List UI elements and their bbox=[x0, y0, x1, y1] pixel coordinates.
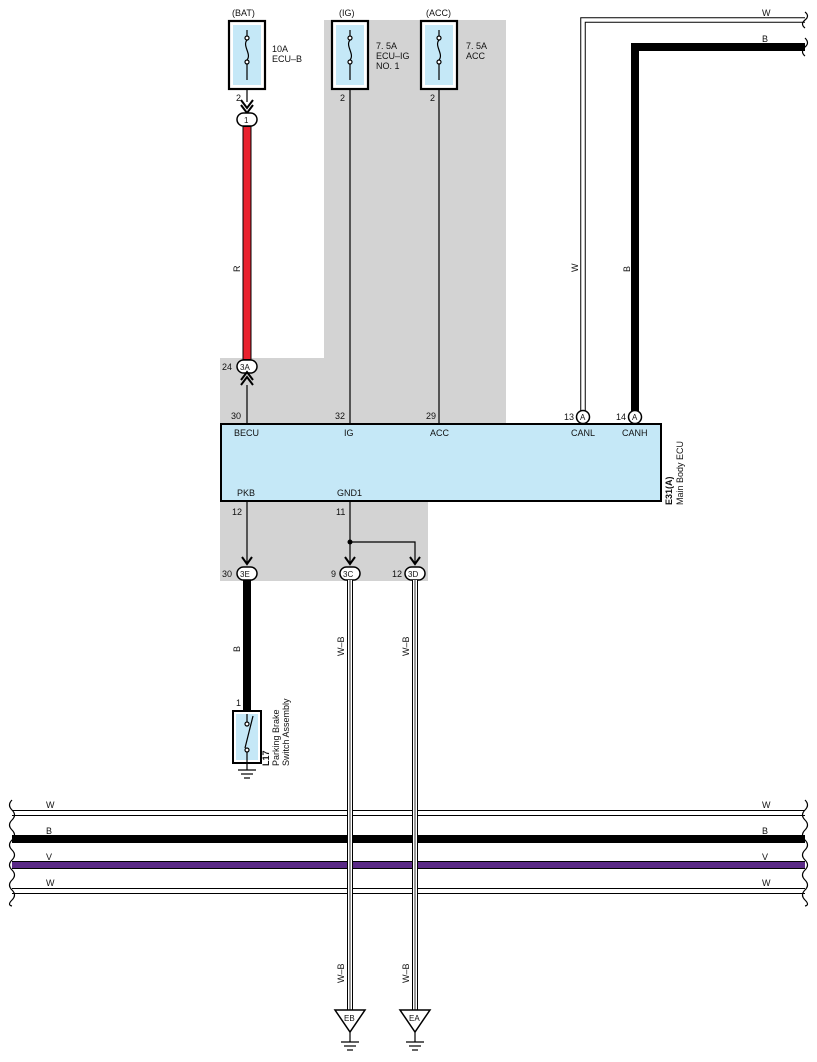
junction-3e-label: 3E bbox=[240, 570, 250, 579]
fuse-rating: 7. 5A bbox=[466, 41, 487, 51]
fuse-rating: 10A bbox=[272, 44, 288, 54]
fuse-source-label: (ACC) bbox=[426, 8, 451, 18]
ecu-pin-pkb: 12 bbox=[232, 507, 242, 517]
fuse-element-icon bbox=[244, 39, 250, 61]
junction-3c-label: 3C bbox=[343, 570, 353, 579]
fuse-pin: 2 bbox=[236, 93, 241, 103]
ground-ea-label: EA bbox=[409, 1014, 420, 1023]
ecu-label-acc: ACC bbox=[430, 428, 450, 438]
wire-continuation-icon bbox=[801, 799, 809, 907]
bus-color-right: B bbox=[762, 826, 768, 836]
ground-icon bbox=[406, 1041, 424, 1051]
ground-eb-label: EB bbox=[344, 1014, 355, 1023]
ecu-label-pkb: PKB bbox=[237, 488, 255, 498]
wire-bus: W B V W W B V W bbox=[8, 799, 809, 907]
ecu-code: E31(A) bbox=[664, 476, 674, 505]
wire-color-code: B bbox=[762, 34, 768, 44]
connector-arrow-icon bbox=[241, 556, 253, 566]
fuse-name: ECU–IG bbox=[376, 51, 410, 61]
ecu-name: Main Body ECU bbox=[675, 441, 685, 505]
main-body-ecu: 30 32 29 13 14 BECU IG ACC CANL CANH PKB… bbox=[220, 411, 685, 505]
fuse-rating: 7. 5A bbox=[376, 41, 397, 51]
wire-r-becu: 1 R 3A 24 bbox=[222, 89, 258, 424]
fuse-source-label: (BAT) bbox=[232, 8, 255, 18]
wire-continuation-icon bbox=[801, 37, 809, 57]
fuse-name: ECU–B bbox=[272, 54, 302, 64]
bus-color-right: W bbox=[762, 878, 771, 888]
fuse-pin: 2 bbox=[340, 93, 345, 103]
junction-3d-label: 3D bbox=[408, 570, 418, 579]
junction-3e-pin: 30 bbox=[222, 569, 232, 579]
ground-point-ea: EA bbox=[398, 1009, 432, 1051]
ecu-pin-canh: 14 bbox=[616, 412, 626, 422]
wire-color-code: W–B bbox=[336, 963, 346, 983]
wire-canl: W W bbox=[570, 8, 809, 411]
switch-contact-icon bbox=[244, 715, 254, 749]
fuse-ecu-b: (BAT) 10A ECU–B 2 bbox=[227, 8, 302, 103]
wire-continuation-icon bbox=[801, 11, 809, 29]
wire-gnd1: 3C 9 3D 12 bbox=[331, 501, 426, 581]
ecu-label-canh: CANH bbox=[622, 428, 648, 438]
ecu-pin-acc: 29 bbox=[426, 411, 436, 421]
wire-gnd-d: W–B W–B bbox=[401, 580, 418, 1012]
bus-color-right: V bbox=[762, 852, 768, 862]
bus-color-left: V bbox=[46, 852, 52, 862]
connector-a-label: A bbox=[580, 413, 586, 422]
ecu-pin-becu: 30 bbox=[231, 411, 241, 421]
connector-arrow-icon bbox=[240, 370, 254, 386]
wire-color-code: W bbox=[762, 8, 771, 18]
wire-color-code: W–B bbox=[336, 636, 346, 656]
junction-3c-pin: 9 bbox=[331, 569, 336, 579]
ground-point-eb: EB bbox=[333, 1009, 367, 1051]
wire-continuation-icon bbox=[8, 799, 16, 907]
junction-3a-pin: 24 bbox=[222, 362, 232, 372]
fuse-pin: 2 bbox=[430, 93, 435, 103]
ground-icon bbox=[238, 769, 256, 779]
parking-brake-switch: 1 L17 Parking Brake Switch Assembly bbox=[232, 698, 291, 779]
fuse-ecu-ig: (IG) 7. 5A ECU–IG NO. 1 2 bbox=[330, 8, 410, 103]
wire-color-code: B bbox=[232, 646, 242, 652]
wire-color-code: W–B bbox=[401, 963, 411, 983]
ecu-label-ig: IG bbox=[344, 428, 354, 438]
ecu-label-canl: CANL bbox=[571, 428, 595, 438]
switch-pin: 1 bbox=[236, 698, 241, 708]
ecu-label-gnd1: GND1 bbox=[337, 488, 362, 498]
wire-pkb: 3E 30 B bbox=[222, 501, 258, 711]
fuse-name-line2: NO. 1 bbox=[376, 61, 400, 71]
fuse-element-icon bbox=[436, 39, 442, 61]
fuse-name: ACC bbox=[466, 51, 486, 61]
ecu-pin-canl: 13 bbox=[564, 412, 574, 422]
junction-3a-label: 3A bbox=[240, 363, 250, 372]
fuse-acc: (ACC) 7. 5A ACC 2 bbox=[419, 8, 487, 103]
switch-name: Parking Brake bbox=[271, 709, 281, 766]
connector-1-label: 1 bbox=[244, 116, 249, 125]
ecu-label-becu: BECU bbox=[234, 428, 259, 438]
connector-arrow-icon bbox=[409, 556, 421, 566]
fuse-source-label: (IG) bbox=[339, 8, 355, 18]
switch-name-line2: Switch Assembly bbox=[281, 698, 291, 766]
wire-color-code: W–B bbox=[401, 636, 411, 656]
bus-color-right: W bbox=[762, 800, 771, 810]
wire-color-code: B bbox=[622, 266, 632, 272]
wire-color-code: W bbox=[570, 263, 580, 272]
junction-3d-pin: 12 bbox=[392, 569, 402, 579]
bus-color-left: W bbox=[46, 800, 55, 810]
ground-icon bbox=[341, 1041, 359, 1051]
connector-arrow-icon bbox=[344, 556, 356, 566]
switch-code: L17 bbox=[261, 750, 271, 766]
fuse-element-icon bbox=[347, 39, 353, 61]
wire-gnd-c: W–B W–B bbox=[336, 580, 353, 1012]
ecu-pin-gnd1: 11 bbox=[336, 507, 345, 517]
wire-canh: B B bbox=[622, 34, 809, 411]
connector-a-label: A bbox=[632, 413, 638, 422]
wire-color-code: R bbox=[232, 265, 242, 272]
bus-color-left: B bbox=[46, 826, 52, 836]
bus-color-left: W bbox=[46, 878, 55, 888]
ecu-pin-ig: 32 bbox=[335, 411, 345, 421]
